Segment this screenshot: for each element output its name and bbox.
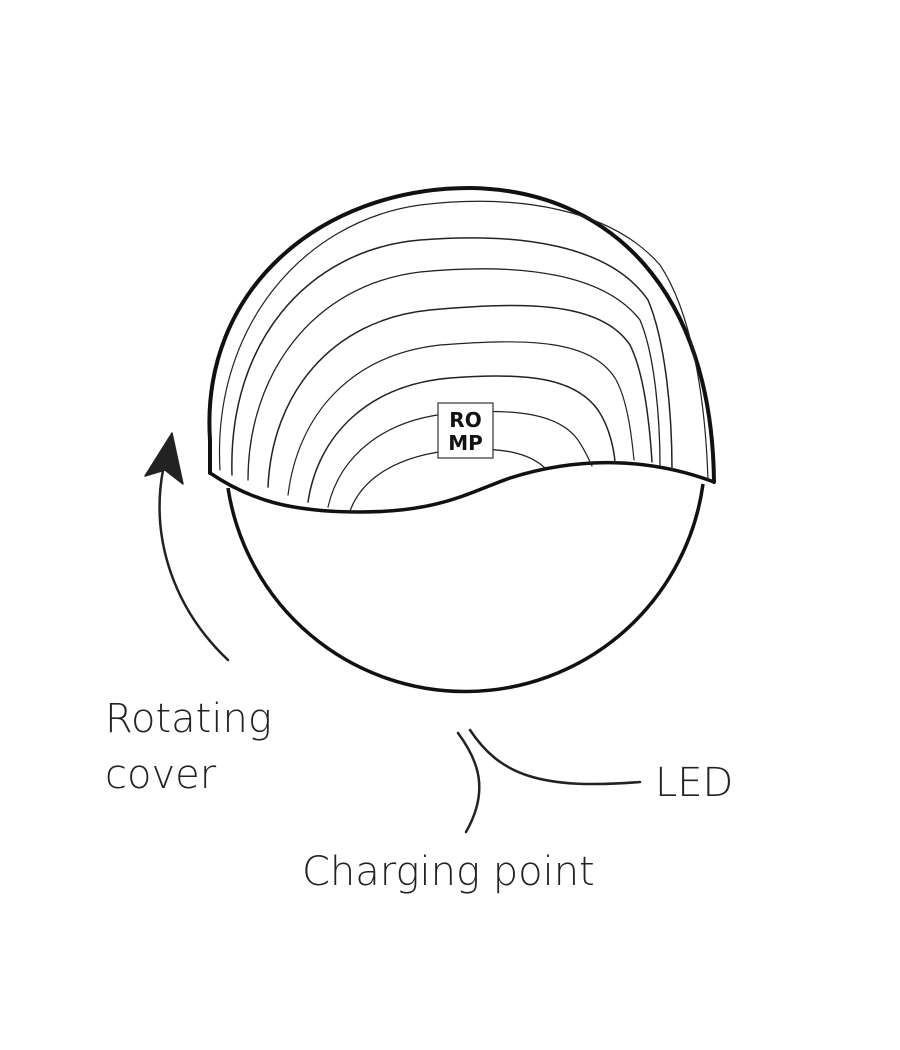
logo-text-line2: MP [448, 431, 483, 455]
cover-bottom-edge [208, 460, 716, 514]
rotation-arrow-shaft [158, 468, 230, 662]
rotating-cover-label-line2: cover [105, 752, 217, 798]
rotation-arrow-head-icon [144, 432, 184, 485]
charging-point-label: Charging point [302, 849, 595, 895]
charging-leader-line [456, 731, 481, 834]
cover-contours [218, 200, 709, 512]
cover-outer-rim [207, 185, 716, 484]
led-label: LED [655, 760, 733, 806]
logo-box [437, 402, 494, 459]
led-leader-line [468, 728, 642, 786]
sphere-lower-outline [226, 483, 705, 694]
rotating-cover-label-line1: Rotating [105, 696, 272, 742]
logo-text-line1: RO [449, 408, 481, 432]
